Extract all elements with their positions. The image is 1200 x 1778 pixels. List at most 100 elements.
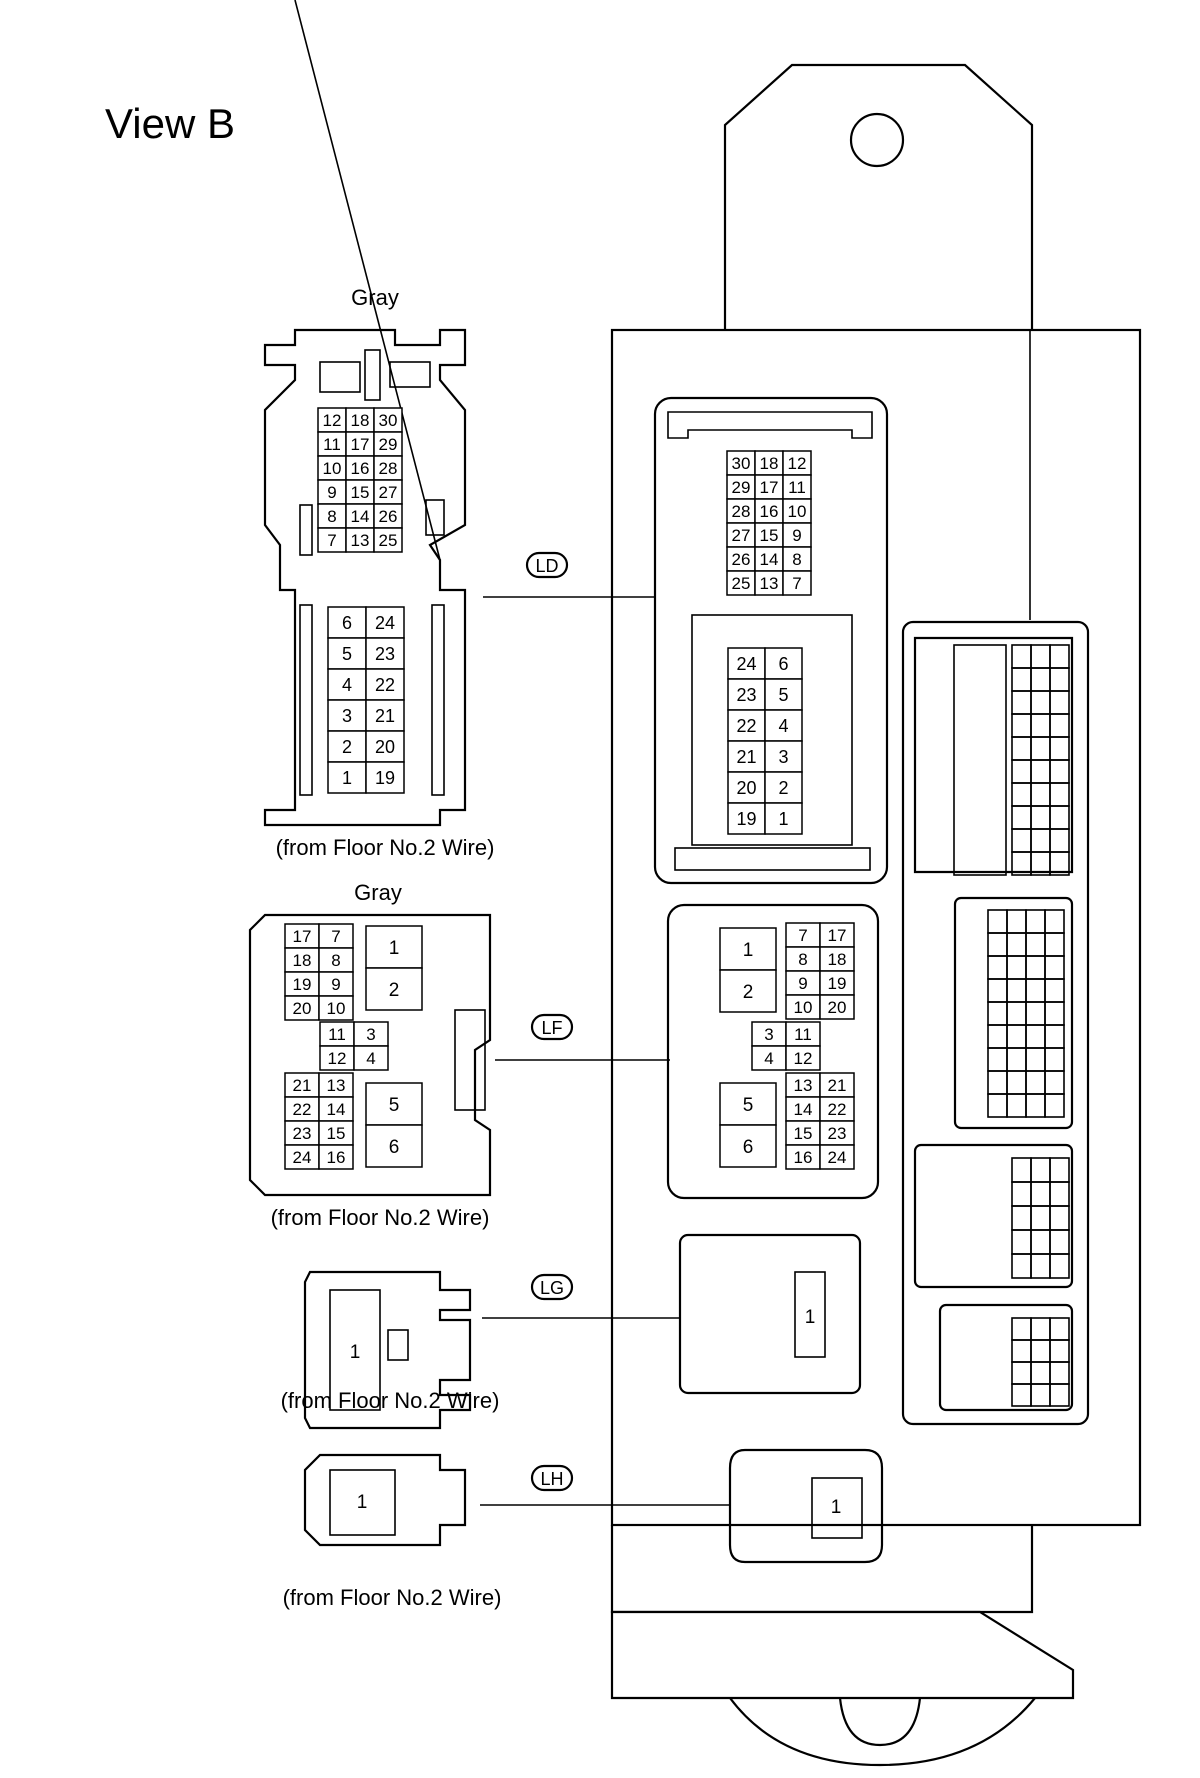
lf-tag: LF	[530, 1013, 574, 1041]
lf-harness-pin-18: 18	[293, 951, 312, 970]
lf-block-pin-14: 14	[794, 1100, 813, 1119]
lf-harness-cell	[365, 1124, 423, 1168]
ld-block-pin-30: 30	[732, 454, 751, 473]
m1grid-cell	[1011, 667, 1032, 692]
m1grid-cell	[1030, 690, 1051, 715]
ld-block-cell	[764, 678, 803, 711]
lf-block-pin-24: 24	[828, 1148, 847, 1167]
ld-source-label: (from Floor No.2 Wire)	[276, 835, 495, 860]
ld-block-cell	[782, 546, 812, 572]
m2grid-cell	[1006, 909, 1027, 934]
lf-block-pin-22: 22	[828, 1100, 847, 1119]
m1grid-cell	[1049, 759, 1070, 784]
ld-harness-pin-18: 18	[351, 411, 370, 430]
m2grid-cell	[987, 978, 1008, 1003]
ld-block-pin-18: 18	[760, 454, 779, 473]
m4grid-cell	[1030, 1317, 1051, 1341]
ld-block-pin-19: 19	[736, 809, 756, 829]
ld-harness-cell	[373, 431, 403, 457]
m4grid-cell	[1030, 1361, 1051, 1385]
lf-harness-pin-7: 7	[331, 927, 340, 946]
ld-harness-pin-23: 23	[375, 644, 395, 664]
m2grid-cell	[1044, 932, 1065, 957]
m1grid-cell	[1011, 828, 1032, 853]
ld-harness-pin-9: 9	[327, 483, 336, 502]
m1grid-cell	[1011, 805, 1032, 830]
m3grid-cell	[1049, 1205, 1070, 1231]
lf-harness-pin-16: 16	[327, 1148, 346, 1167]
lf-harness-cell	[318, 1096, 354, 1122]
ld-block-pin-26: 26	[732, 550, 751, 569]
lf-block-cell	[785, 1144, 821, 1170]
ld-tag-label: LD	[535, 556, 558, 576]
m3grid-cell	[1049, 1229, 1070, 1255]
lh-tag: LH	[530, 1464, 574, 1492]
ld-harness-cell	[365, 606, 405, 639]
m1grid-cell	[1030, 644, 1051, 669]
ld-block-cell	[754, 570, 784, 596]
lf-harness-pin-22: 22	[293, 1100, 312, 1119]
m4grid-cell	[1011, 1317, 1032, 1341]
lg-block-socket: 1	[678, 1233, 862, 1395]
lf-block-pin-17: 17	[828, 926, 847, 945]
m4grid-cell	[1030, 1339, 1051, 1363]
ld-harness-pin-11: 11	[323, 435, 341, 454]
m2grid-cell	[1006, 932, 1027, 957]
lf-block-pin-6: 6	[743, 1137, 754, 1158]
m3grid-cell	[1011, 1229, 1032, 1255]
lf-block-cell	[751, 1045, 787, 1071]
ld-block-cell	[727, 771, 766, 804]
ld-block-cell	[764, 771, 803, 804]
ld-harness-pin-7: 7	[327, 531, 336, 550]
ld-harness-pin-30: 30	[379, 411, 398, 430]
ld-block-pin-22: 22	[736, 716, 756, 736]
ld-harness-cell	[317, 527, 347, 553]
ld-block-pin-6: 6	[778, 654, 788, 674]
lf-block-pin-16: 16	[794, 1148, 813, 1167]
ld-harness-pin-19: 19	[375, 768, 395, 788]
m2grid-cell	[1044, 909, 1065, 934]
ld-block-cell	[782, 450, 812, 476]
lf-harness-pin-1: 1	[389, 938, 400, 959]
lg-source-label: (from Floor No.2 Wire)	[281, 1388, 500, 1413]
ld-harness-pin-3: 3	[342, 706, 352, 726]
m3grid-cell	[1030, 1205, 1051, 1231]
lf-harness-pin-20: 20	[293, 999, 312, 1018]
lf-harness-pin-4: 4	[366, 1049, 375, 1068]
m4grid-cell	[1011, 1339, 1032, 1363]
lf-harness-pin-9: 9	[331, 975, 340, 994]
lf-block-cell	[785, 994, 821, 1020]
ld-block-cell	[764, 709, 803, 742]
lf-block-pin-11: 11	[794, 1025, 812, 1044]
lf-harness-pin-12: 12	[328, 1049, 347, 1068]
m2grid-cell	[1025, 1093, 1046, 1118]
m1grid-cell	[1049, 667, 1070, 692]
m1grid-cell	[1030, 782, 1051, 807]
lf-block-pin-10: 10	[794, 998, 813, 1017]
m4grid-cell	[1049, 1317, 1070, 1341]
ld-block-pin-13: 13	[760, 574, 779, 593]
m2grid-cell	[1044, 1070, 1065, 1095]
ld-block-cell	[727, 647, 766, 680]
m2grid-cell	[1025, 1070, 1046, 1095]
m2grid-cell	[1006, 955, 1027, 980]
lh-harness-pin-1: 1	[357, 1492, 368, 1513]
m4grid-cell	[1011, 1361, 1032, 1385]
ld-block-pin-3: 3	[778, 747, 788, 767]
ld-block-cell	[754, 474, 784, 500]
lf-block-pin-8: 8	[798, 950, 807, 969]
m3grid-cell	[1030, 1157, 1051, 1183]
ld-block-pin-4: 4	[778, 716, 788, 736]
m4grid-cell	[1049, 1383, 1070, 1407]
lf-block-pin-20: 20	[828, 998, 847, 1017]
m2grid-cell	[987, 1093, 1008, 1118]
lf-block-cell	[751, 1021, 787, 1047]
ld-block-pin-27: 27	[732, 526, 751, 545]
m2grid-cell	[987, 1047, 1008, 1072]
lf-block-pin-19: 19	[828, 974, 847, 993]
ld-harness-pin-25: 25	[379, 531, 398, 550]
m3grid-cell	[1049, 1157, 1070, 1183]
